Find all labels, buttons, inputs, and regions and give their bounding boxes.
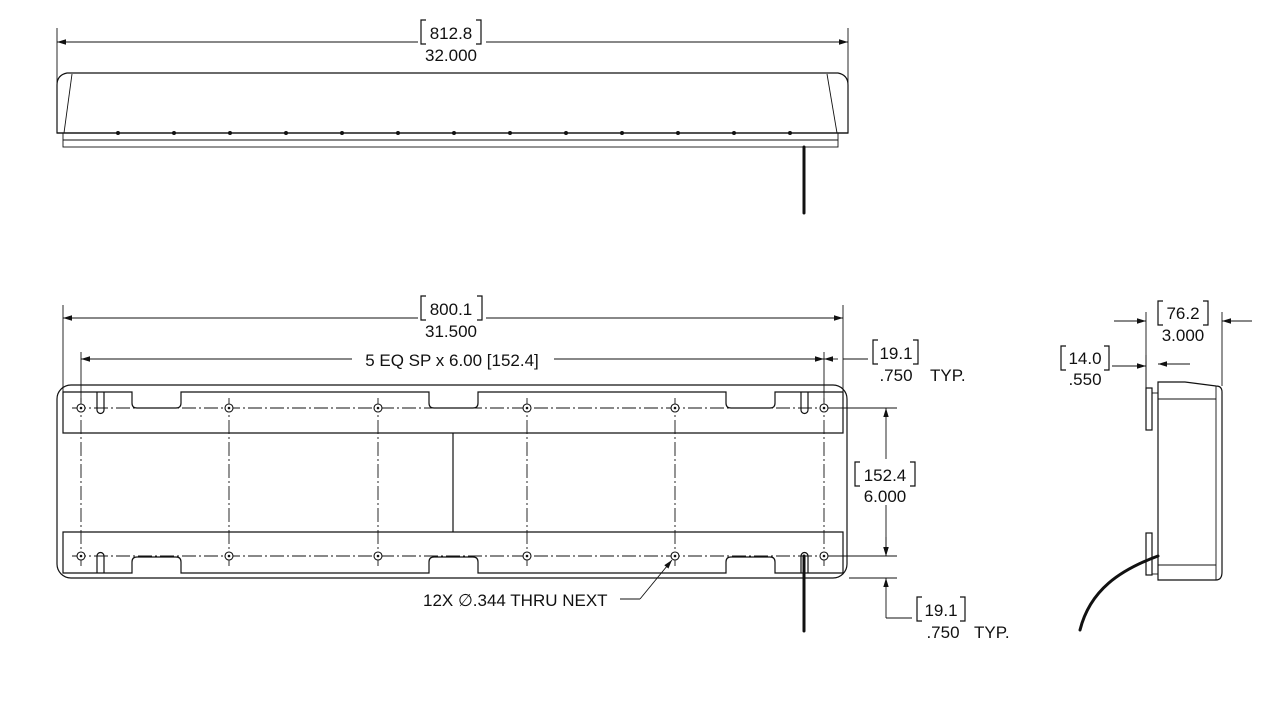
dim-suffix: TYP. <box>974 623 1010 642</box>
dim-imperial: .750 <box>926 623 959 642</box>
dim-metric: 14.0 <box>1068 349 1101 368</box>
dim-metric: 19.1 <box>924 601 957 620</box>
dim-imperial: 3.000 <box>1162 326 1205 345</box>
top-view-body <box>56 28 849 215</box>
dim-metric: 812.8 <box>430 24 473 43</box>
dim-suffix: TYP. <box>930 366 966 385</box>
dimension-overall-depth: 76.2 3.000 <box>1114 300 1252 388</box>
dim-imperial: 31.500 <box>425 322 477 341</box>
hole-callout-label: 12X ∅.344 THRU NEXT <box>423 591 608 610</box>
dim-imperial: .750 <box>879 366 912 385</box>
top-view: 812.8 32.000 <box>56 19 849 215</box>
side-view-body <box>1078 381 1223 632</box>
dimension-overall-length-plan: 800.1 31.500 <box>62 295 844 392</box>
mounting-holes <box>76 403 829 561</box>
hole-callout: 12X ∅.344 THRU NEXT <box>423 559 673 610</box>
dimension-flange-depth: 14.0 .550 <box>1060 345 1190 389</box>
cable <box>1078 554 1160 632</box>
dimension-edge-offset-bottom: 19.1 .750 TYP. <box>849 537 1010 642</box>
dimension-overall-length-top: 812.8 32.000 <box>57 19 848 65</box>
dimension-edge-offset-right: 19.1 .750 TYP. <box>824 339 966 385</box>
dim-imperial: 6.000 <box>864 487 907 506</box>
dimension-row-spacing: 152.4 6.000 <box>830 407 916 557</box>
dim-imperial: 32.000 <box>425 46 477 65</box>
top-view-rivets <box>116 131 792 135</box>
plan-view: 800.1 31.500 5 EQ SP x 6.00 [152.4] 19.1… <box>56 295 1010 642</box>
dim-metric: 152.4 <box>864 466 907 485</box>
dim-metric: 76.2 <box>1166 304 1199 323</box>
hole-spacing-label: 5 EQ SP x 6.00 [152.4] <box>365 351 539 370</box>
dim-metric: 800.1 <box>430 300 473 319</box>
dimension-hole-spacing: 5 EQ SP x 6.00 [152.4] <box>80 351 825 402</box>
dim-metric: 19.1 <box>879 344 912 363</box>
plan-view-body <box>56 384 848 633</box>
side-view: 76.2 3.000 14.0 .550 <box>1060 300 1252 632</box>
dim-imperial: .550 <box>1068 370 1101 389</box>
